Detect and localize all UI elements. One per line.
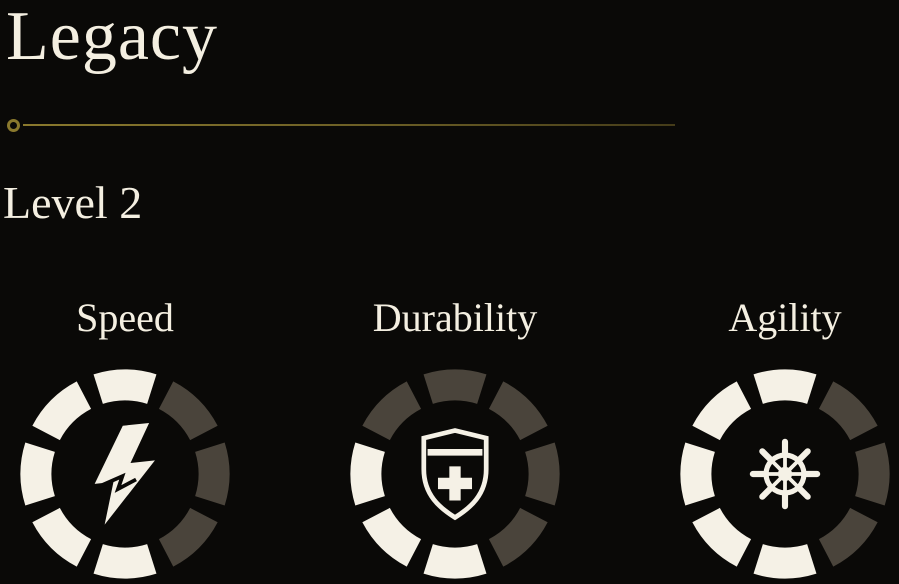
legacy-panel: Legacy Level 2 Speed Durability: [3, 0, 890, 579]
page-title: Legacy: [6, 0, 218, 75]
ship-wheel-icon: [749, 438, 821, 510]
gauge-segment-filled: [350, 442, 386, 506]
divider-line: [23, 124, 675, 126]
gauge-segment-empty: [854, 442, 890, 506]
gauge-segment-empty: [194, 442, 230, 506]
gauge-segment-filled: [93, 543, 157, 579]
speed-gauge: [15, 364, 235, 584]
gauge-segment-filled: [680, 442, 716, 506]
gauge-segment-filled: [93, 369, 157, 405]
stat-label-speed: Speed: [76, 295, 174, 340]
stat-speed: Speed: [15, 294, 235, 584]
divider-ring-icon: [7, 118, 20, 132]
gauge-segment-filled: [753, 543, 817, 579]
divider: [7, 117, 675, 133]
gauge-segment-empty: [158, 381, 218, 441]
gauge-segment-filled: [753, 369, 817, 405]
gauge-segment-empty: [362, 381, 422, 441]
gauge-segment-empty: [818, 381, 878, 441]
lightning-bolt-icon: [94, 422, 155, 525]
gauge-segment-empty: [488, 381, 548, 441]
shield-cross-icon: [421, 428, 489, 521]
gauge-segment-filled: [423, 543, 487, 579]
gauge-segment-empty: [423, 369, 487, 405]
stat-label-agility: Agility: [728, 295, 842, 340]
level-label: Level 2: [3, 177, 143, 228]
stat-durability: Durability: [345, 294, 565, 584]
stat-label-durability: Durability: [372, 295, 538, 340]
gauge-segment-empty: [524, 442, 560, 506]
gauge-segment-filled: [32, 381, 92, 441]
agility-gauge: [675, 364, 895, 584]
durability-gauge: [345, 364, 565, 584]
gauge-segment-filled: [692, 381, 752, 441]
stat-agility: Agility: [675, 294, 895, 584]
gauge-segment-filled: [20, 442, 56, 506]
